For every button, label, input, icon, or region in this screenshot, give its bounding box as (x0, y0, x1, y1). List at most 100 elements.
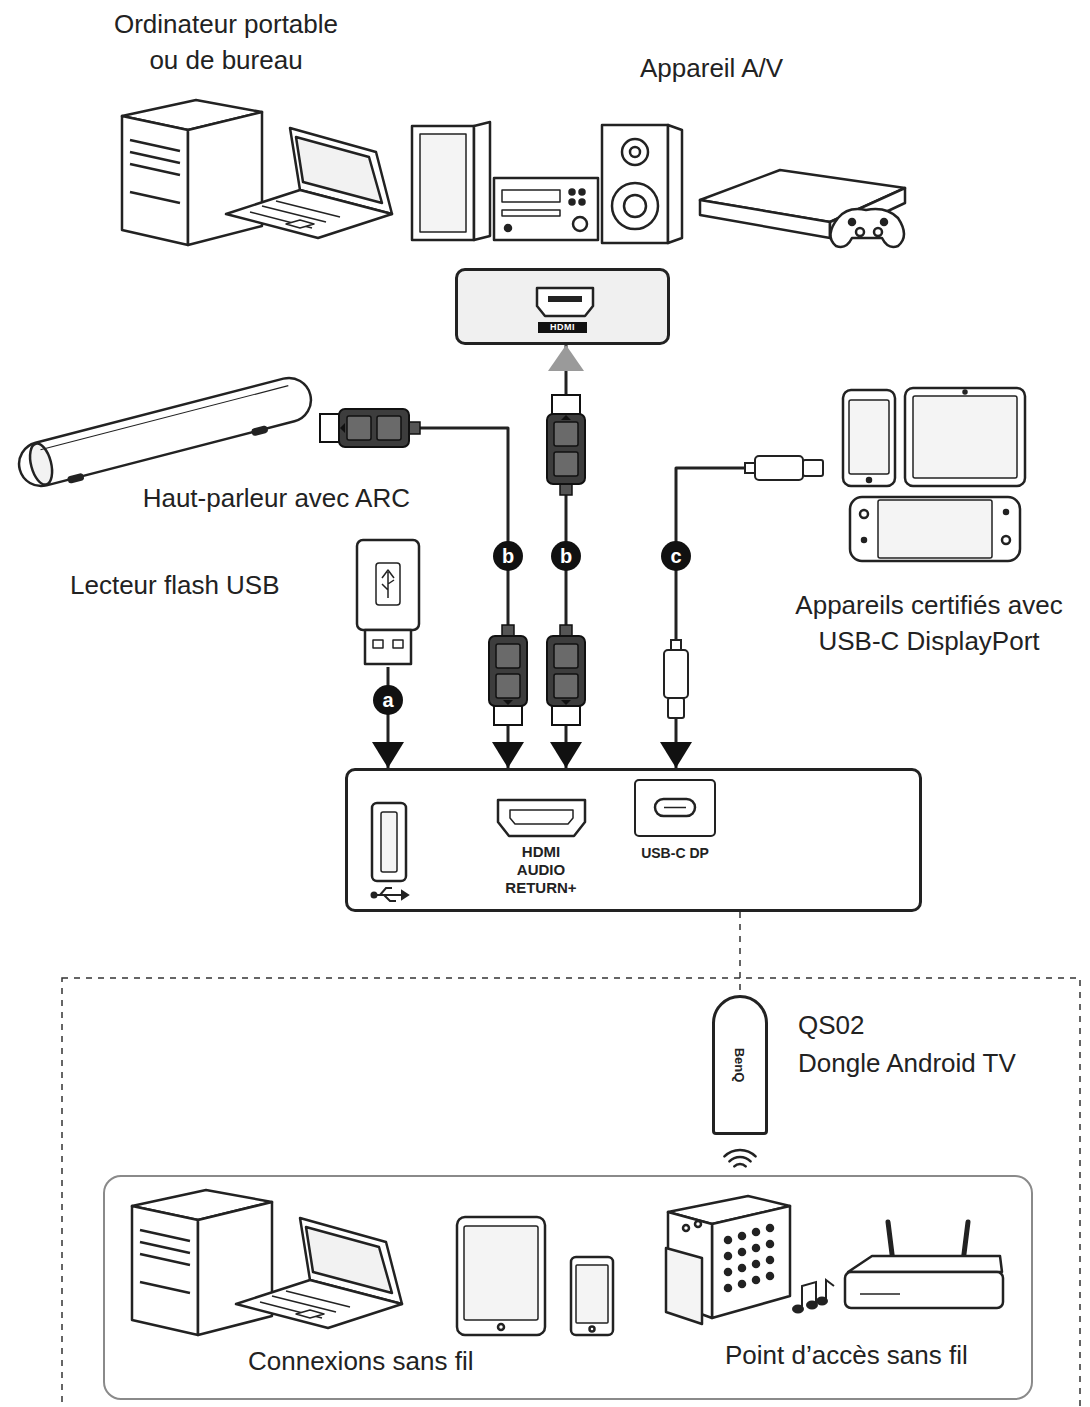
wifi-symbol (734, 1164, 745, 1166)
handheld-console (860, 510, 868, 518)
portable-speaker (753, 1229, 759, 1235)
stereo-receiver (570, 190, 575, 195)
wireless-area: Connexions sans fil Point d’accès sans fi… (103, 1175, 1033, 1400)
usb-flash-drive (373, 640, 383, 648)
dashed-link (739, 912, 741, 995)
music-notes (802, 1282, 816, 1308)
usb-port (381, 812, 397, 872)
device-label: Lecteur flash USB (70, 567, 280, 603)
portable-speaker (712, 1206, 790, 1318)
device-group-label: Appareil A/V (640, 50, 783, 86)
stereo-receiver (570, 200, 575, 205)
text-slot: Point d’accès sans fil (725, 1337, 1025, 1373)
handheld-console (850, 497, 1020, 561)
hdmi-plug (547, 395, 585, 495)
callout-slot: b (551, 541, 581, 571)
desktop-and-laptop (122, 100, 392, 245)
tablet (457, 1217, 545, 1335)
hdmi-plug (489, 625, 527, 725)
usbc-devices: Appareils certifiés avec USB-C DisplayPo… (772, 382, 1086, 663)
usb-flash-drive (365, 630, 411, 664)
soundbar (14, 373, 316, 494)
floor-speaker (602, 125, 668, 243)
stereo-receiver (580, 190, 585, 195)
hdmi-port-icon (537, 288, 593, 316)
game-console (849, 219, 855, 225)
callout-slot: c (661, 541, 691, 571)
portable-speaker (695, 1221, 701, 1227)
music-notes (807, 1302, 817, 1309)
cable-connector (387, 667, 390, 768)
tablet (498, 1324, 504, 1330)
usbc-port (635, 780, 715, 836)
tablet (905, 388, 1025, 486)
portable-speaker (739, 1281, 745, 1287)
text-slot: USB-C DP (635, 844, 715, 862)
wifi-router (845, 1222, 1003, 1308)
smartphone (867, 478, 871, 482)
usb-flash-drive (382, 570, 394, 598)
game-console (830, 209, 904, 247)
hdmi-plug (320, 409, 420, 447)
portable-speaker (767, 1273, 773, 1279)
music-notes (826, 1280, 834, 1300)
portable-speaker (739, 1233, 745, 1239)
wifi-router (848, 1256, 1002, 1272)
tablet (457, 1217, 545, 1335)
hdmi-port (498, 800, 585, 836)
text-slot: Ordinateur portable ou de bureau (106, 6, 346, 78)
floor-speaker (668, 125, 682, 243)
floor-speaker (630, 147, 640, 157)
usbc-port (664, 807, 686, 809)
handheld-console (862, 538, 866, 542)
music-notes (793, 1306, 803, 1313)
wifi-symbol (724, 1150, 755, 1166)
stereo-receiver (505, 225, 511, 231)
hdmi-plug (547, 625, 585, 725)
text-slot: BenQ (731, 1048, 749, 1083)
tablet (464, 1226, 538, 1320)
tablet (905, 388, 1025, 486)
game-console (700, 170, 905, 247)
tablet (913, 396, 1017, 478)
device-group-label: Ordinateur portable ou de bureau (106, 6, 346, 78)
portable-speaker (725, 1253, 731, 1259)
portable-speaker (767, 1257, 773, 1263)
hdmi-port-icon (455, 268, 670, 345)
hdmi-port-icon (455, 268, 670, 345)
soundbar (26, 441, 56, 487)
wifi-router (860, 1293, 900, 1295)
callout-letter: b (551, 541, 581, 571)
smartphone (571, 1257, 613, 1335)
brand-logo: BenQ (732, 1048, 746, 1083)
portable-speaker (753, 1277, 759, 1283)
soundbar (14, 373, 315, 491)
portable-speaker (767, 1241, 773, 1247)
soundbar (68, 474, 83, 482)
callout-letter: b (493, 541, 523, 571)
bookshelf-speaker (420, 134, 466, 232)
soundbar-device: Haut-parleur avec ARC (10, 380, 420, 520)
usb-flash-drive (393, 640, 403, 648)
soundbar (252, 427, 267, 435)
text-slot: Appareils certifiés avec USB-C DisplayPo… (779, 587, 1079, 659)
callout-slot: b (493, 541, 523, 571)
smartphone (843, 390, 895, 486)
floor-speaker (624, 195, 646, 217)
text-slot: Appareil A/V (640, 50, 860, 86)
model-name: QS02 (798, 1007, 865, 1043)
usb-flash-drive (357, 540, 419, 630)
portable-speaker (739, 1265, 745, 1271)
music-notes (817, 1298, 827, 1305)
music-notes (793, 1280, 834, 1313)
text-slot: Connexions sans fil (248, 1343, 548, 1379)
portable-speaker (725, 1285, 731, 1291)
stereo-receiver (573, 217, 587, 231)
floor-speaker (612, 183, 658, 229)
smartphone (576, 1265, 608, 1323)
handheld-console (878, 500, 992, 558)
hdmi-input-box: HDMI (455, 268, 670, 345)
port-label: USB-C DP (641, 844, 709, 862)
stereo-receiver (502, 190, 560, 202)
wifi-router (845, 1272, 1003, 1308)
